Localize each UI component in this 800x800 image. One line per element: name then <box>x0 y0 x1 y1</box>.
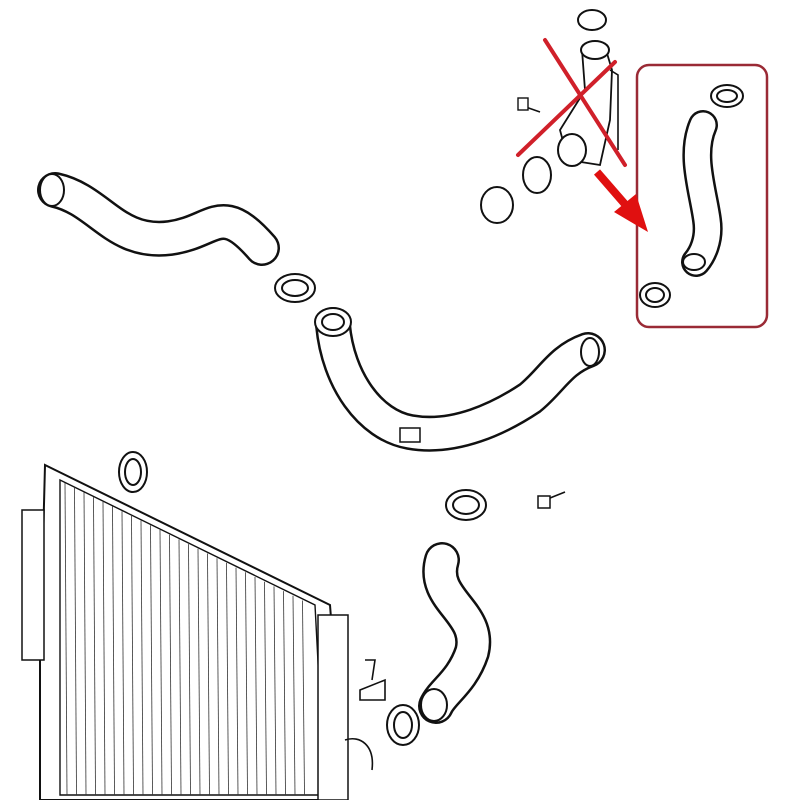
cooler-fin <box>150 525 153 796</box>
cooler-fin <box>216 558 220 796</box>
cooler-fin <box>74 487 77 796</box>
cooler-fin <box>197 548 201 796</box>
cooler-fin <box>64 482 68 796</box>
cooler-fin <box>131 515 134 796</box>
upper-left-hose <box>37 172 280 266</box>
cooler-fin <box>302 600 305 796</box>
highlight-box <box>635 63 769 329</box>
cooler-fin <box>264 581 267 796</box>
cooler-fin <box>102 501 106 796</box>
cooler-fin <box>121 511 125 796</box>
replacement-hose <box>681 110 723 277</box>
arrow-icon <box>593 169 648 232</box>
cross-out-icon <box>516 38 627 167</box>
crossed-out-part <box>480 9 619 224</box>
cooler-fin <box>207 553 210 796</box>
cooler-fin <box>188 544 191 796</box>
cooler-fin <box>159 529 163 796</box>
cooler-fin <box>273 586 277 796</box>
cooler-fin <box>178 539 182 796</box>
hose-clamp <box>386 704 420 746</box>
bolt <box>537 491 566 509</box>
cooler-fin <box>83 492 87 796</box>
cooler-fin <box>245 572 248 796</box>
hose-clamp <box>118 451 148 493</box>
hose-clamp <box>710 84 744 108</box>
hose-clamp <box>445 489 487 521</box>
lower-hose <box>418 542 492 724</box>
middle-pipe <box>314 307 606 452</box>
cooler-fin <box>140 520 144 796</box>
cooler-fin <box>292 595 296 796</box>
bracket <box>359 659 386 701</box>
hose-clamp <box>274 273 316 303</box>
cooler-fin <box>112 506 115 796</box>
hose-clamp <box>639 282 671 308</box>
cooler-fin <box>235 567 239 796</box>
cooler-fin <box>169 534 172 796</box>
cooler-fin <box>254 576 258 796</box>
cooler-fin <box>226 562 229 796</box>
cooler-fin <box>283 591 286 796</box>
cooler-fin <box>93 497 96 796</box>
intercooler <box>21 463 374 800</box>
